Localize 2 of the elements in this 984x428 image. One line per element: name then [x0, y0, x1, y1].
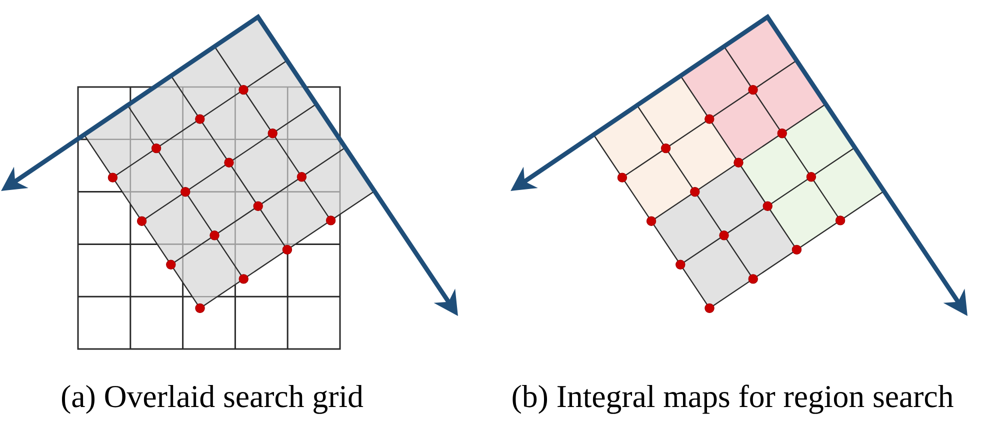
caption: (a) Overlaid search grid: [62, 384, 364, 414]
caption: (b) Integral maps for region search: [512, 384, 954, 414]
